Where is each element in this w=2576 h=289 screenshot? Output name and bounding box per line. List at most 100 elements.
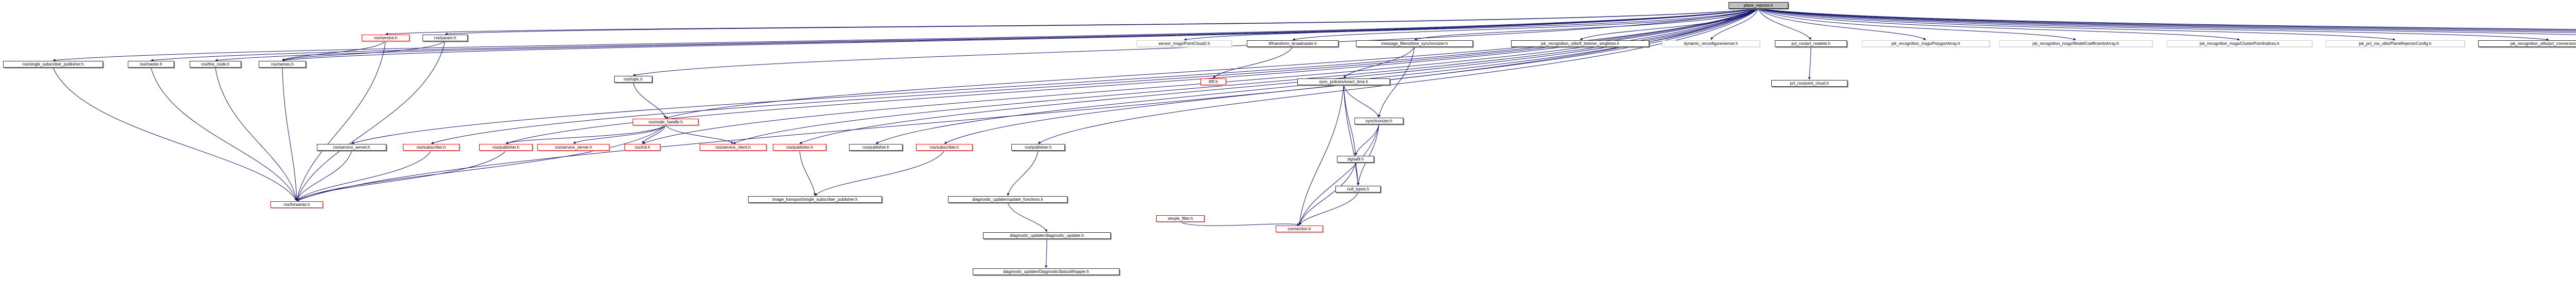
- graph-node-label: pcl_ros/point_cloud.h: [1790, 81, 1829, 86]
- graph-edge: [1213, 46, 1293, 78]
- graph-node-n39[interactable]: jsk_recognition_msgs/ModelCoefficientsAr…: [1999, 40, 2153, 47]
- graph-node-label: jsk_recognition_utils/pcl_conversion_uti…: [2510, 41, 2576, 46]
- graph-node-label: diagnostic_updater/update_functions.h: [972, 197, 1043, 202]
- graph-node-label: dynamic_reconfigure/server.h: [1684, 41, 1738, 46]
- graph-node-n20[interactable]: image_transport/single_subscriber_publis…: [748, 196, 882, 203]
- graph-node-n6[interactable]: ros/param.h: [422, 35, 468, 41]
- graph-node-label: sync_policies/exact_time.h: [1319, 79, 1368, 84]
- graph-node-label: pcl_ros/pcl_nodelet.h: [1791, 41, 1831, 46]
- graph-node-n26[interactable]: message_filters/time_synchronizer.h: [1356, 40, 1473, 47]
- graph-node-label: ros/subscriber.h: [929, 145, 959, 150]
- graph-node-label: ros/service_client.h: [715, 145, 751, 150]
- graph-edge: [875, 8, 1759, 144]
- graph-edge: [296, 150, 432, 201]
- graph-node-n11[interactable]: ros/publisher.h: [479, 144, 533, 151]
- graph-node-n14[interactable]: ros/service_client.h: [700, 144, 767, 151]
- graph-node-n7[interactable]: ros/topic.h: [614, 76, 652, 83]
- graph-edge: [445, 8, 1759, 36]
- graph-node-label: ros/publisher.h: [492, 145, 520, 150]
- graph-node-n22[interactable]: diagnostic_updater/diagnostic_updater.h: [983, 232, 1111, 239]
- graph-node-n18[interactable]: ros/publisher.h: [1011, 144, 1065, 151]
- graph-node-label: tf/transform_broadcaster.h: [1268, 41, 1317, 46]
- graph-node-n23[interactable]: diagnostic_updater/DiagnosticStatusWrapp…: [973, 268, 1120, 275]
- graph-node-n0[interactable]: plane_rejector.h: [1728, 2, 1788, 9]
- graph-node-n31[interactable]: null_types.h: [1335, 186, 1381, 192]
- graph-edge: [1292, 8, 1759, 41]
- graph-node-n32[interactable]: connection.h: [1276, 226, 1323, 232]
- graph-node-n25[interactable]: tf/transform_broadcaster.h: [1247, 40, 1338, 47]
- graph-node-label: ros/publisher.h: [862, 145, 890, 150]
- graph-node-label: null_types.h: [1347, 186, 1369, 191]
- graph-edge: [633, 82, 667, 119]
- graph-edge: [1184, 8, 1759, 41]
- graph-edge: [1298, 162, 1356, 226]
- graph-edge: [1007, 150, 1039, 196]
- graph-node-label: diagnostic_updater/diagnostic_updater.h: [1010, 233, 1084, 238]
- graph-edge: [296, 41, 446, 201]
- graph-edge: [1414, 8, 1759, 41]
- graph-edge: [150, 67, 297, 201]
- graph-node-n30[interactable]: signal9.h: [1337, 156, 1374, 163]
- graph-node-label: tf/tf.h: [1209, 79, 1218, 84]
- graph-edge: [282, 67, 298, 201]
- graph-node-n10[interactable]: ros/subscriber.h: [403, 144, 460, 151]
- graph-node-n1[interactable]: ros/single_subscriber_publisher.h: [3, 61, 103, 68]
- graph-edge: [1298, 124, 1379, 226]
- graph-node-n16[interactable]: ros/publisher.h: [849, 144, 903, 151]
- graph-edge: [815, 150, 945, 196]
- graph-node-n2[interactable]: ros/master.h: [128, 61, 174, 68]
- graph-node-n24[interactable]: sensor_msgs/PointCloud2.h: [1137, 40, 1232, 47]
- graph-node-n3[interactable]: ros/this_node.h: [190, 61, 241, 68]
- graph-node-label: ros/names.h: [270, 61, 294, 67]
- graph-edge: [1580, 8, 1759, 40]
- graph-node-n13[interactable]: ros/init.h: [624, 144, 660, 151]
- graph-edge: [1758, 8, 2576, 35]
- graph-node-n41[interactable]: jsk_pcl_ros_utils/PlaneRejectorConfig.h: [2326, 40, 2465, 47]
- graph-node-label: ros/subscriber.h: [416, 145, 446, 150]
- graph-node-n8[interactable]: ros/node_handle.h: [633, 119, 699, 125]
- graph-edge: [1357, 124, 1379, 186]
- graph-node-n42[interactable]: jsk_recognition_utils/pcl_conversion_uti…: [2478, 40, 2576, 47]
- graph-edge: [282, 41, 386, 61]
- graph-node-n9[interactable]: ros/service_server.h: [317, 144, 386, 151]
- graph-edge: [296, 150, 352, 201]
- graph-node-n33[interactable]: simple_filter.h: [1156, 215, 1205, 222]
- graph-edge: [296, 150, 506, 201]
- graph-node-n34[interactable]: jsk_recognition_utils/tf_listener_single…: [1511, 40, 1649, 47]
- graph-node-label: jsk_recognition_utils/tf_listener_single…: [1540, 41, 1620, 46]
- graph-node-n21[interactable]: diagnostic_updater/update_functions.h: [948, 196, 1067, 203]
- graph-node-label: ros/service_server.h: [333, 145, 370, 150]
- graph-node-n40[interactable]: jsk_recognition_msgs/ClusterPointIndices…: [2167, 40, 2312, 47]
- graph-node-label: ros/forwards.h: [283, 202, 310, 207]
- graph-node-n38[interactable]: jsk_recognition_msgs/PolygonArray.h: [1862, 40, 1990, 47]
- graph-edge: [1758, 8, 2549, 41]
- graph-node-n4[interactable]: ros/names.h: [259, 61, 306, 68]
- graph-node-n17[interactable]: ros/subscriber.h: [916, 144, 973, 151]
- graph-node-label: ros/topic.h: [623, 76, 643, 82]
- graph-edge: [1758, 8, 1811, 40]
- graph-node-label: ros/master.h: [139, 61, 162, 67]
- graph-node-label: connection.h: [1287, 226, 1311, 231]
- graph-edge: [1758, 8, 2240, 41]
- graph-edge: [665, 8, 1759, 119]
- graph-node-label: plane_rejector.h: [1743, 3, 1773, 8]
- graph-node-n29[interactable]: synchronizer.h: [1354, 118, 1403, 124]
- graph-edge: [53, 67, 297, 201]
- graph-node-n28[interactable]: sync_policies/exact_time.h: [1297, 78, 1390, 85]
- graph-edge: [1758, 8, 2576, 30]
- graph-node-n15[interactable]: ros/publisher.h: [773, 144, 826, 151]
- graph-node-label: ros/init.h: [634, 145, 651, 150]
- graph-node-n35[interactable]: dynamic_reconfigure/server.h: [1662, 40, 1760, 47]
- graph-node-n5[interactable]: ros/service.h: [362, 35, 410, 41]
- graph-node-label: ros/node_handle.h: [648, 119, 683, 124]
- graph-node-n12[interactable]: ros/service_server.h: [537, 144, 609, 151]
- graph-node-n36[interactable]: pcl_ros/pcl_nodelet.h: [1775, 40, 1847, 47]
- graph-node-label: diagnostic_updater/DiagnosticStatusWrapp…: [1003, 269, 1089, 274]
- graph-edge: [296, 41, 386, 201]
- graph-node-n37[interactable]: pcl_ros/point_cloud.h: [1771, 80, 1848, 87]
- graph-node-n27[interactable]: tf/tf.h: [1200, 78, 1226, 85]
- graph-node-n19[interactable]: ros/forwards.h: [270, 201, 323, 208]
- graph-edge: [282, 41, 446, 61]
- graph-node-label: synchronizer.h: [1365, 118, 1393, 123]
